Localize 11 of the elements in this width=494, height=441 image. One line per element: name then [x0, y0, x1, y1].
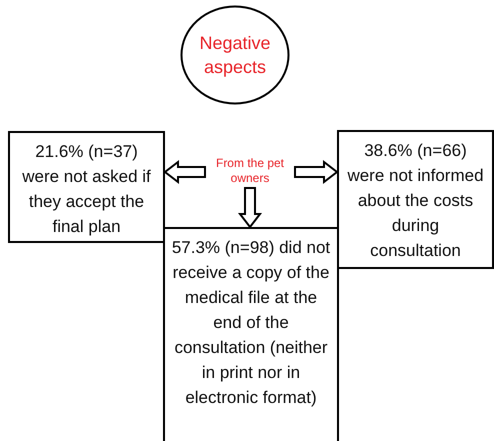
text-box: [337, 130, 494, 269]
text-box: [8, 131, 165, 243]
ellipse-label: Negative aspects: [198, 32, 272, 79]
block-arrow: [163, 160, 206, 184]
block-arrow: [238, 187, 262, 229]
block-arrow: [294, 160, 339, 184]
note-text: From the pet owners: [214, 156, 286, 186]
text-box: [163, 227, 339, 441]
box-text: 21.6% (n=37) were not asked if they accept the final plan: [21, 141, 152, 238]
box-text: 57.3% (n=98) did not receive a copy of the medical file at the end of the consultation (neither in print nor in electronic format): [171, 237, 331, 409]
box-text: 38.6% (n=66) were not informed about the costs during consultation: [346, 140, 485, 262]
